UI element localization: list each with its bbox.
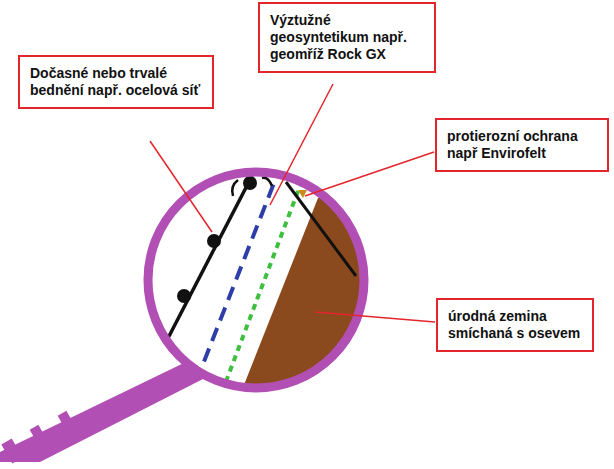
callout-box: Výztužné geosyntetikum např. geomříž Roc… (258, 2, 436, 73)
magnifier-handle (0, 360, 205, 464)
callout-text: úrodná zemina smíchaná s osevem (448, 308, 582, 342)
leader-tip (298, 190, 307, 198)
callout-text: Dočasné nebo trvalé bednění např. ocelov… (30, 65, 202, 99)
callout-box: úrodná zemina smíchaná s osevem (436, 298, 594, 352)
callout-text: Výztužné geosyntetikum např. geomříž Roc… (270, 12, 424, 63)
callout-box: Dočasné nebo trvalé bednění např. ocelov… (18, 55, 214, 109)
callout-text: protierozní ochrana např Envirofelt (447, 128, 597, 162)
callout-box: protierozní ochrana např Envirofelt (435, 118, 609, 172)
lens-rim (148, 172, 364, 388)
leader-lines (150, 84, 435, 322)
